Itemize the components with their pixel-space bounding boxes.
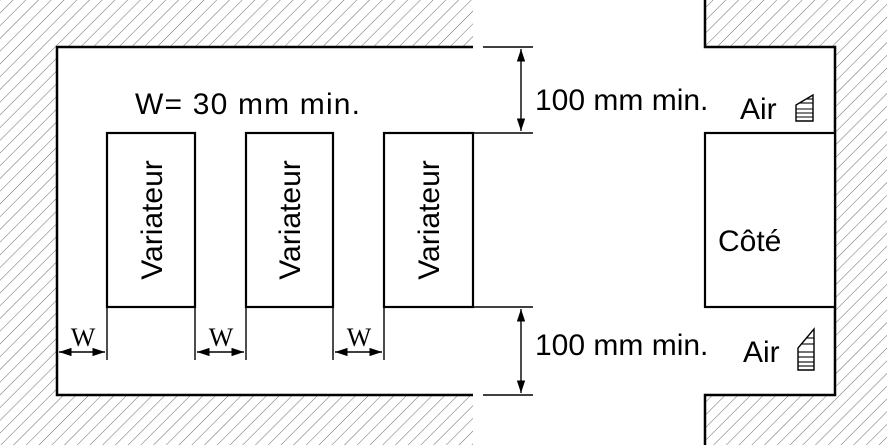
side-wall-hatching [705, 0, 887, 445]
air-bottom: Air [743, 327, 815, 371]
drive-2: Variateur [244, 131, 335, 309]
gap-label: W [71, 323, 96, 352]
gap-3: W [335, 323, 382, 357]
side-drive: Côté [703, 131, 837, 309]
top-clearance-label: 100 mm min. [535, 84, 708, 117]
air-top: Air [740, 93, 814, 126]
air-top-label: Air [740, 93, 777, 126]
drive-1: Variateur [105, 131, 197, 309]
side-drive-box [703, 131, 837, 309]
drive-label: Variateur [413, 160, 446, 280]
drive-3: Variateur [382, 131, 475, 309]
gap-1: W [59, 323, 105, 357]
gap-2: W [197, 323, 244, 357]
spacing-rule-label: W= 30 mm min. [135, 88, 360, 121]
cabinet-wall-outline [55, 45, 473, 397]
drive-box [244, 131, 335, 309]
side-label: Côté [718, 225, 781, 258]
drive-label: Variateur [274, 160, 307, 280]
side-view: Côté Air Air [703, 0, 887, 445]
gap-label: W [347, 323, 372, 352]
front-view: W= 30 mm min. Variateur Variateur Variat… [0, 0, 708, 445]
air-flow-icon [795, 93, 814, 122]
air-bottom-label: Air [743, 336, 780, 369]
drive-label: Variateur [136, 160, 169, 280]
air-flow-icon [797, 327, 815, 371]
gap-label: W [209, 323, 234, 352]
bottom-clearance-dimension: 100 mm min. [473, 306, 708, 396]
drive-box [105, 131, 197, 309]
drive-box [382, 131, 475, 309]
bottom-clearance-label: 100 mm min. [535, 329, 708, 362]
top-clearance-dimension: 100 mm min. [473, 46, 708, 134]
gap-dimensions: W W W [59, 307, 385, 360]
cabinet-wall-hatching [0, 0, 473, 445]
